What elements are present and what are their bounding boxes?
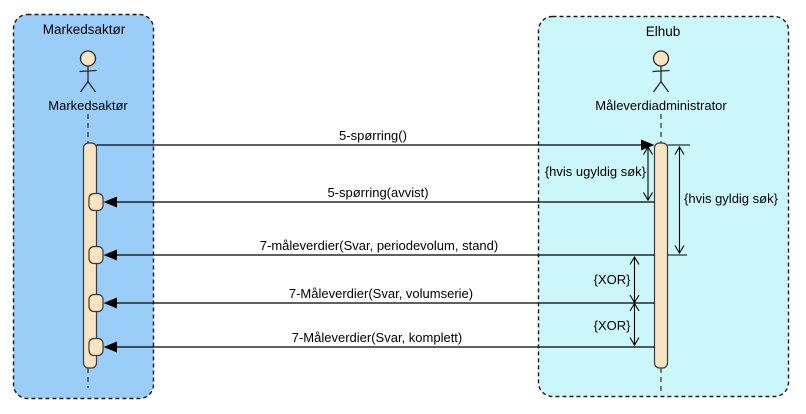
nested-activation [88,192,104,212]
arrowhead-left-icon [103,341,117,353]
nested-activation [88,337,104,357]
arrowhead-left-icon [103,249,117,261]
message-label: 7-måleverdier(Svar, periodevolum, stand) [260,238,498,253]
actor-maleverdiadministrator-label: Måleverdiadministrator [595,98,727,113]
message-sporring-avvist: 5-spørring(avvist) [103,185,655,208]
arrowhead-left-icon [103,297,117,309]
message-label: 5-spørring(avvist) [327,185,428,200]
constraint-xor-1: {XOR} [594,255,640,304]
actor-maleverdiadministrator-icon [652,50,670,93]
actor-head [652,50,670,67]
constraint-label: {hvis gyldig søk} [684,191,779,206]
message-maleverdier-periodevolum: 7-måleverdier(Svar, periodevolum, stand) [103,238,687,261]
message-sporring: 5-spørring() [96,128,690,151]
message-maleverdier-volumserie: 7-Måleverdier(Svar, volumserie) [103,286,655,309]
message-label: 7-Måleverdier(Svar, komplett) [292,330,463,345]
constraint-hvis-gyldig-sok: {hvis gyldig søk} [674,145,779,255]
constraint-label: {XOR} [594,272,632,287]
frame-markedsaktor-title: Markedsaktør [43,22,126,37]
arrowhead-left-icon [103,196,117,208]
nested-activation [88,293,104,313]
nested-activations-markedsaktor [88,192,104,357]
activation-bar-maleverdiadministrator [653,142,669,369]
actor-head [79,50,97,67]
constraint-label: {XOR} [594,318,632,333]
actor-markedsaktor-icon [79,50,97,93]
nested-activation [88,245,104,265]
constraint-hvis-ugyldig-sok: {hvis ugyldig søk} [545,145,653,202]
constraint-label: {hvis ugyldig søk} [545,164,647,179]
message-label: 7-Måleverdier(Svar, volumserie) [289,286,473,301]
message-maleverdier-komplett: 7-Måleverdier(Svar, komplett) [103,330,655,353]
constraint-xor-2: {XOR} [594,302,640,347]
actor-markedsaktor-label: Markedsaktør [48,98,128,113]
message-label: 5-spørring() [339,128,407,143]
frame-elhub-title: Elhub [646,24,681,39]
